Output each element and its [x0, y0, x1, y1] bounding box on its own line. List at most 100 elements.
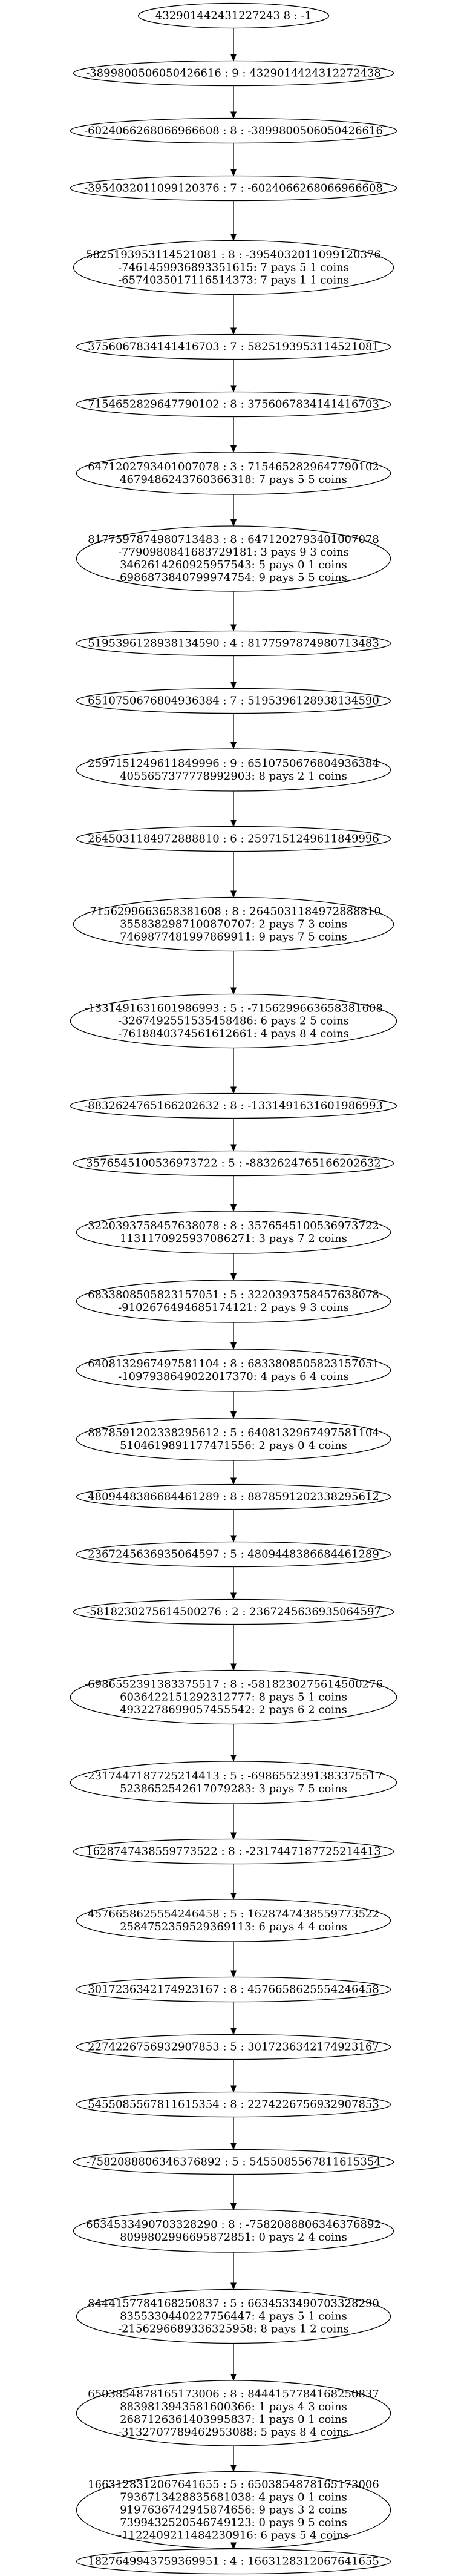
graph-node: 4809448386684461289 : 8 : 88785912023382… — [76, 1484, 391, 1510]
graph-node: 1827649943759369951 : 4 : 16631283120676… — [76, 2548, 391, 2575]
node-label: 6471202793401007078 : 3 : 71546528296477… — [88, 461, 379, 473]
graph-node: 6471202793401007078 : 3 : 71546528296477… — [76, 452, 391, 495]
node-detail-line: 8839813943581600366: 1 pays 4 3 coins — [120, 2400, 347, 2413]
graph-node: -6986552391383375517 : 8 : -581823027561… — [70, 1669, 397, 1725]
node-detail-line: 4679486243760366318: 7 pays 5 5 coins — [120, 473, 347, 486]
node-detail-line: 7936713428835681038: 4 pays 0 1 coins — [120, 2491, 347, 2504]
node-detail-line: 9197636742945874656: 9 pays 3 2 coins — [120, 2504, 347, 2517]
node-ellipse — [70, 1669, 397, 1725]
graph-node: -6024066268066966608 : 8 : -389980050605… — [70, 117, 397, 144]
node-label: -8832624765166202632 : 8 : -133149163160… — [84, 1100, 383, 1112]
graph-node: 3756067834141416703 : 7 : 58251939531145… — [76, 334, 391, 360]
graph-node: 6408132967497581104 : 8 : 68338085058231… — [76, 1349, 391, 1392]
node-label: 6503854878165173006 : 8 : 84441577841682… — [88, 2388, 379, 2400]
node-label: 7154652829647790102 : 8 : 37560678341414… — [88, 398, 379, 411]
graph-node: 7154652829647790102 : 8 : 37560678341414… — [76, 391, 391, 418]
node-label: -1331491631601986993 : 5 : -715629966365… — [84, 1002, 383, 1015]
node-detail-line: -9102676494685174121: 2 pays 9 3 coins — [118, 1301, 349, 1314]
node-label: -2317447187725214413 : 5 : -698655239138… — [84, 1770, 383, 1782]
node-ellipse — [73, 1598, 394, 1625]
node-label: 8177597874980713483 : 8 : 64712027934010… — [88, 533, 379, 546]
node-detail-line: -7790980841683729181: 3 pays 9 3 coins — [118, 546, 349, 559]
node-ellipse — [76, 1349, 391, 1392]
node-label: 5825193953114521081 : 8 : -3954032011099… — [86, 249, 381, 261]
node-ellipse — [73, 1838, 394, 1865]
node-ellipse — [76, 1899, 391, 1942]
node-ellipse — [76, 391, 391, 418]
node-ellipse — [76, 2471, 391, 2549]
graph-node: 432901442431227243 8 : -1 — [137, 2, 330, 29]
node-ellipse — [70, 175, 397, 202]
node-ellipse — [76, 1976, 391, 2003]
node-ellipse — [76, 1280, 391, 1323]
node-label: -7582088806346376892 : 5 : 5455085567811… — [86, 2156, 381, 2169]
node-detail-line: -3267492551535458486: 6 pays 2 5 coins — [118, 1015, 349, 1028]
node-detail-line: -3132707789462953088: 5 pays 8 4 coins — [118, 2426, 349, 2439]
node-label: 2645031184972888810 : 6 : 25971512496118… — [88, 833, 379, 846]
node-ellipse — [76, 2548, 391, 2575]
node-ellipse — [76, 452, 391, 495]
node-label: 2367245636935064597 : 5 : 48094483866844… — [88, 1548, 379, 1561]
node-detail-line: 4932278699057455542: 2 pays 6 2 coins — [120, 1704, 347, 1717]
node-ellipse — [76, 688, 391, 714]
node-label: 6408132967497581104 : 8 : 68338085058231… — [88, 1358, 379, 1370]
node-ellipse — [76, 826, 391, 852]
node-label: 3756067834141416703 : 7 : 58251939531145… — [88, 341, 379, 353]
graph-node: 8177597874980713483 : 8 : 64712027934010… — [76, 525, 391, 592]
graph-node: -3899800506050426616 : 9 : 4329014424312… — [73, 60, 394, 87]
node-detail-line: 5104619891177471556: 2 pays 0 4 coins — [120, 1439, 347, 1452]
node-ellipse — [76, 334, 391, 360]
node-ellipse — [76, 525, 391, 592]
node-label: -5818230275614500276 : 2 : 2367245636935… — [86, 1606, 381, 1618]
node-label: 1663128312067641655 : 5 : 65038548781651… — [88, 2479, 379, 2491]
node-label: 432901442431227243 8 : -1 — [155, 10, 312, 22]
node-ellipse — [73, 896, 394, 952]
node-label: -3954032011099120376 : 7 : -602406626806… — [84, 182, 383, 195]
node-detail-line: 3558382987100870707: 2 pays 7 3 coins — [120, 918, 347, 931]
graph-node: 8444157784168250837 : 5 : 66345334907033… — [76, 2288, 391, 2344]
graph-node: 6833808505823157051 : 5 : 32203937584576… — [76, 1280, 391, 1323]
node-label: -7156299663658381608 : 8 : 2645031184972… — [86, 905, 381, 918]
node-ellipse — [76, 630, 391, 657]
node-detail-line: 7399432520546749123: 0 pays 9 5 coins — [120, 2517, 347, 2529]
graph-node: 3017236342174923167 : 8 : 45766586255542… — [76, 1976, 391, 2003]
graph-node: -8832624765166202632 : 8 : -133149163160… — [70, 1092, 397, 1119]
graph-node: 2597151249611849996 : 9 : 65107506768049… — [76, 748, 391, 792]
node-label: 5455085567811615354 : 8 : 22742267569329… — [88, 2098, 379, 2111]
node-detail-line: 6036422151292312777: 8 pays 5 1 coins — [120, 1691, 347, 1704]
node-ellipse — [76, 1541, 391, 1568]
node-ellipse — [76, 1484, 391, 1510]
graph-node: 2645031184972888810 : 6 : 25971512496118… — [76, 826, 391, 852]
node-ellipse — [73, 60, 394, 87]
node-label: -3899800506050426616 : 9 : 4329014424312… — [86, 67, 381, 80]
node-label: 6833808505823157051 : 5 : 32203937584576… — [88, 1289, 379, 1301]
node-label: 3220393758457638078 : 8 : 35765451005369… — [88, 1220, 379, 1232]
graph-node: 1663128312067641655 : 5 : 65038548781651… — [76, 2471, 391, 2549]
graph-node: 2367245636935064597 : 5 : 48094483866844… — [76, 1541, 391, 1568]
node-ellipse — [76, 2380, 391, 2446]
node-detail-line: -1122409211484230916: 6 pays 5 4 coins — [118, 2529, 349, 2542]
node-ellipse — [76, 1418, 391, 1461]
graph-node: 5455085567811615354 : 8 : 22742267569329… — [76, 2091, 391, 2118]
graph-node: 1628747438559773522 : 8 : -2317447187725… — [73, 1838, 394, 1865]
node-detail-line: -7618840374561612661: 4 pays 8 4 coins — [118, 1028, 349, 1040]
graph-node: -3954032011099120376 : 7 : -602406626806… — [70, 175, 397, 202]
node-label: 8444157784168250837 : 5 : 66345334907033… — [88, 2298, 379, 2310]
node-detail-line: -2156296689336325958: 8 pays 1 2 coins — [118, 2323, 349, 2336]
graph-node: -2317447187725214413 : 5 : -698655239138… — [70, 1761, 397, 1804]
node-ellipse — [73, 2149, 394, 2175]
node-label: 6510750676804936384 : 7 : 51953961289381… — [88, 695, 379, 708]
node-ellipse — [73, 2209, 394, 2253]
node-ellipse — [76, 1211, 391, 1254]
node-detail-line: -7461459936893351615: 7 pays 5 1 coins — [118, 261, 349, 274]
node-label: 2597151249611849996 : 9 : 65107506768049… — [88, 757, 379, 770]
graph-node: 3576545100536973722 : 5 : -8832624765166… — [73, 1150, 394, 1177]
graph-node: -7582088806346376892 : 5 : 5455085567811… — [73, 2149, 394, 2175]
node-ellipse — [76, 748, 391, 792]
node-ellipse — [76, 2288, 391, 2344]
node-ellipse — [70, 993, 397, 1049]
node-ellipse — [70, 117, 397, 144]
node-label: 1827649943759369951 : 4 : 16631283120676… — [88, 2555, 379, 2568]
node-ellipse — [76, 2034, 391, 2060]
node-label: -6986552391383375517 : 8 : -581823027561… — [84, 1678, 383, 1691]
